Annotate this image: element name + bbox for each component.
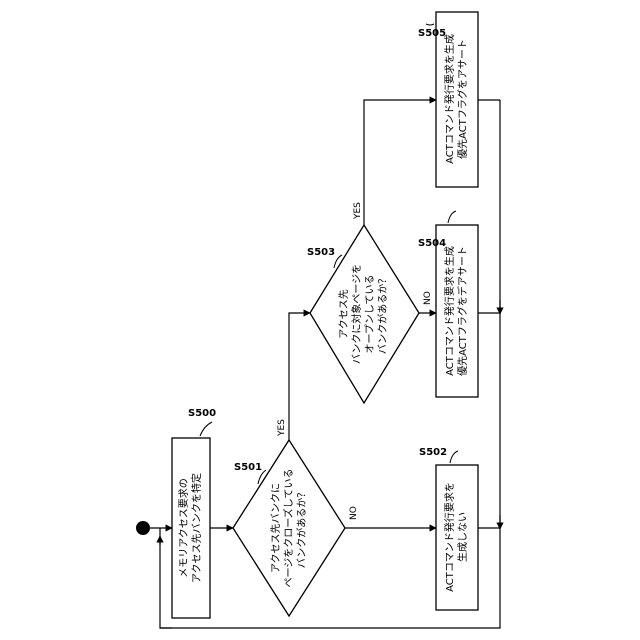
- step-leader-s500: [200, 422, 212, 436]
- s503-line-4: バンクがあるか？: [376, 274, 389, 355]
- s501-line-3: バンクがあるか？: [295, 488, 308, 569]
- s500-line-1: メモリアクセス要求の: [178, 478, 190, 578]
- s505-line-1: ACTコマンド発行要求を生成: [443, 34, 456, 164]
- step-id-s501: S501: [234, 462, 262, 473]
- s503-line-2: バンクに対象ページを: [350, 264, 363, 364]
- step-leader-s502: [450, 451, 458, 463]
- s500-line-2: アクセス先バンクを特定: [190, 473, 203, 583]
- step-leader-s504: [448, 211, 456, 223]
- process-box-s504: ACTコマンド発行要求を生成 優先ACTフラグをデアサート: [436, 225, 478, 397]
- branch-s501-yes: YES: [277, 419, 287, 437]
- s503-line-3: オープンしている: [364, 274, 376, 353]
- process-box-s500: メモリアクセス要求の アクセス先バンクを特定: [172, 438, 210, 618]
- step-id-s505: S505: [418, 28, 446, 39]
- s504-line-2: 優先ACTフラグをデアサート: [456, 246, 469, 376]
- s504-line-1: ACTコマンド発行要求を生成: [443, 246, 456, 376]
- s501-line-1: アクセス先バンクに: [270, 483, 282, 573]
- s503-line-1: アクセス先: [338, 289, 350, 339]
- step-id-s500: S500: [188, 408, 216, 419]
- branch-s503-yes: YES: [353, 202, 363, 220]
- process-box-s502: ACTコマンド発行要求を 生成しない: [436, 465, 478, 610]
- s502-line-1: ACTコマンド発行要求を: [443, 482, 456, 592]
- s501-line-2: ページをクローズしている: [282, 469, 295, 588]
- step-leader-s505: [426, 24, 434, 25]
- branch-s503-no: NO: [423, 291, 433, 305]
- step-id-s503: S503: [307, 247, 335, 258]
- s502-line-2: 生成しない: [456, 512, 469, 562]
- step-id-s504: S504: [418, 238, 446, 249]
- start-node: [136, 521, 150, 535]
- branch-s501-no: NO: [349, 506, 359, 520]
- step-id-s502: S502: [419, 447, 447, 458]
- s505-line-2: 優先ACTフラグをアサート: [456, 39, 469, 159]
